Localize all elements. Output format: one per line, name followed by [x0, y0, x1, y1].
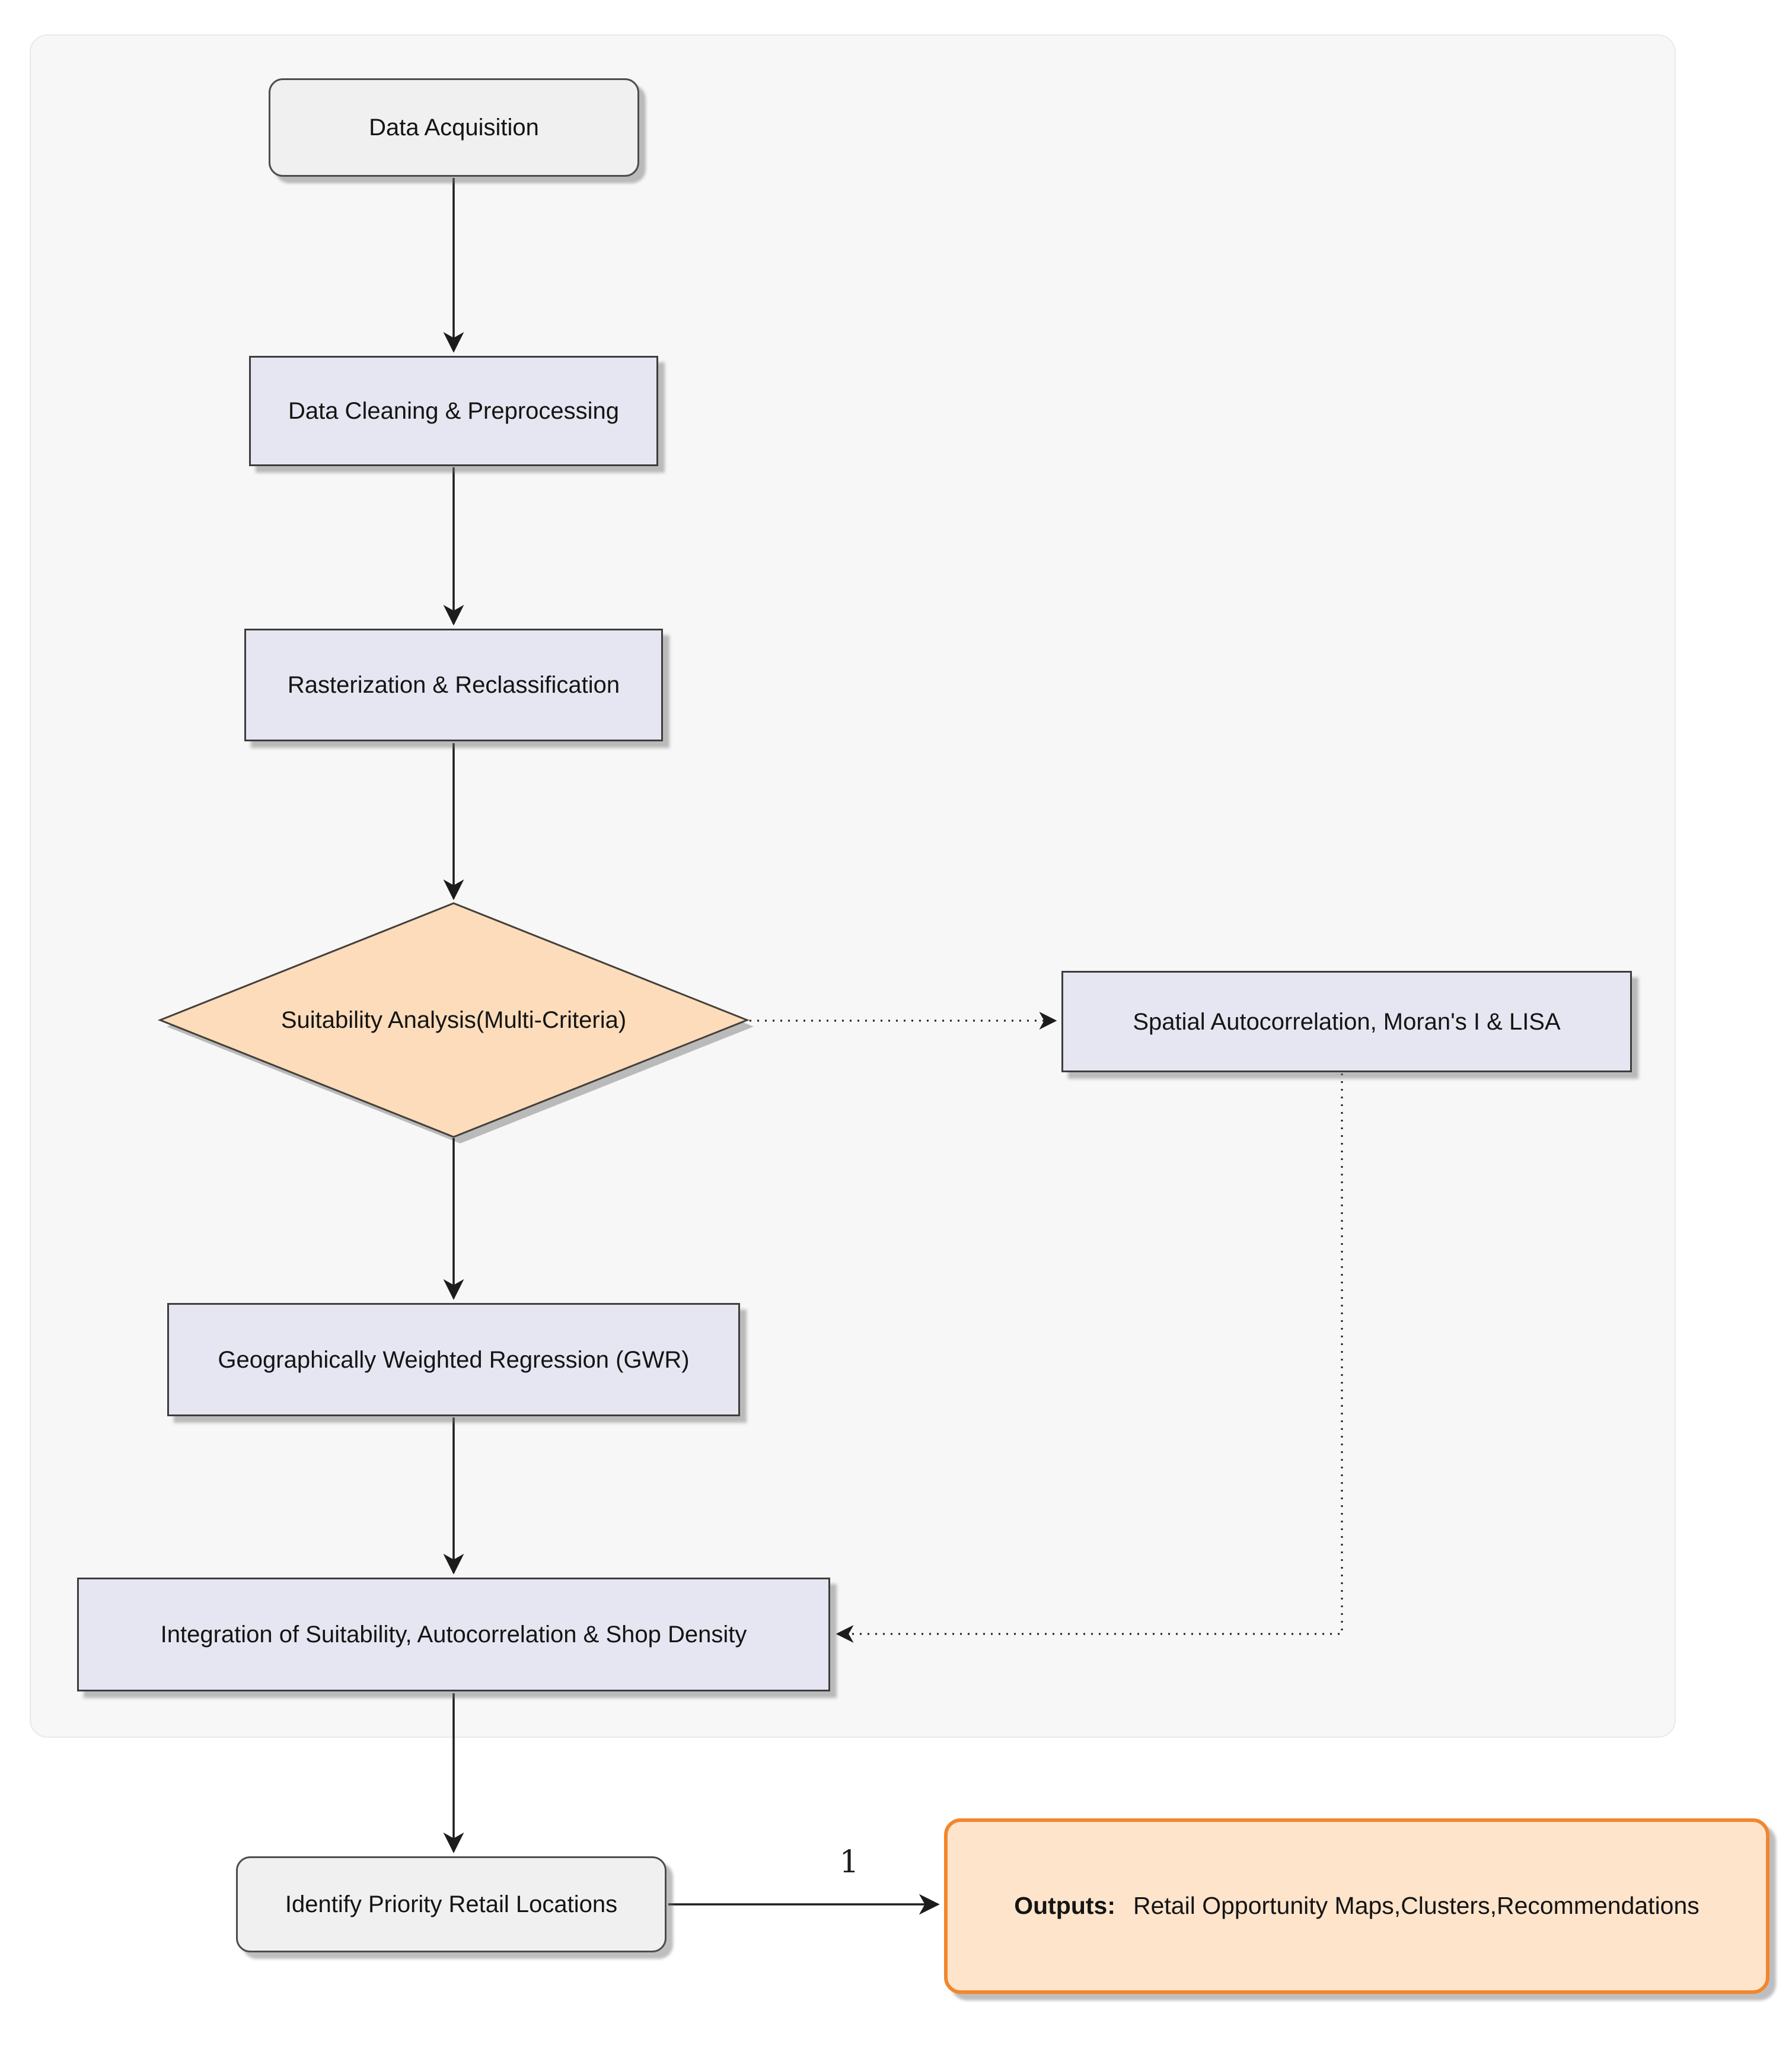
- edge-spatial-to-integration-dotted: [836, 1073, 1343, 1643]
- node-outputs: Outputs: Retail Opportunity Maps,Cluster…: [944, 1818, 1769, 1994]
- node-data-cleaning: Data Cleaning & Preprocessing: [249, 356, 658, 466]
- node-integration: Integration of Suitability, Autocorrelat…: [77, 1578, 830, 1691]
- node-data-cleaning-label: Data Cleaning & Preprocessing: [288, 398, 620, 424]
- node-gwr-label: Geographically Weighted Regression (GWR): [218, 1346, 690, 1373]
- node-rasterization: Rasterization & Reclassification: [244, 629, 663, 741]
- decision-diamond: [157, 902, 750, 1138]
- node-data-acquisition-label: Data Acquisition: [369, 114, 539, 141]
- node-spatial-autocorrelation-label: Spatial Autocorrelation, Moran's I & LIS…: [1133, 1008, 1561, 1035]
- background-panel: [30, 34, 1676, 1738]
- edge-label-identify-to-outputs: 1: [839, 1844, 859, 1880]
- node-spatial-autocorrelation: Spatial Autocorrelation, Moran's I & LIS…: [1061, 971, 1632, 1072]
- node-outputs-text: Retail Opportunity Maps,Clusters,Recomme…: [1133, 1892, 1699, 1920]
- node-outputs-prefix: Outputs:: [1014, 1892, 1115, 1920]
- node-rasterization-label: Rasterization & Reclassification: [287, 672, 620, 698]
- node-data-acquisition: Data Acquisition: [269, 78, 639, 177]
- node-gwr: Geographically Weighted Regression (GWR): [167, 1303, 740, 1416]
- node-suitability-text: Suitability Analysis(Multi-Criteria): [280, 1007, 627, 1033]
- node-integration-label: Integration of Suitability, Autocorrelat…: [160, 1621, 747, 1648]
- node-identify-locations-label: Identify Priority Retail Locations: [285, 1891, 618, 1917]
- node-identify-locations: Identify Priority Retail Locations: [236, 1856, 667, 1952]
- node-suitability-label: Suitability Analysis(Multi-Criteria): [202, 973, 706, 1068]
